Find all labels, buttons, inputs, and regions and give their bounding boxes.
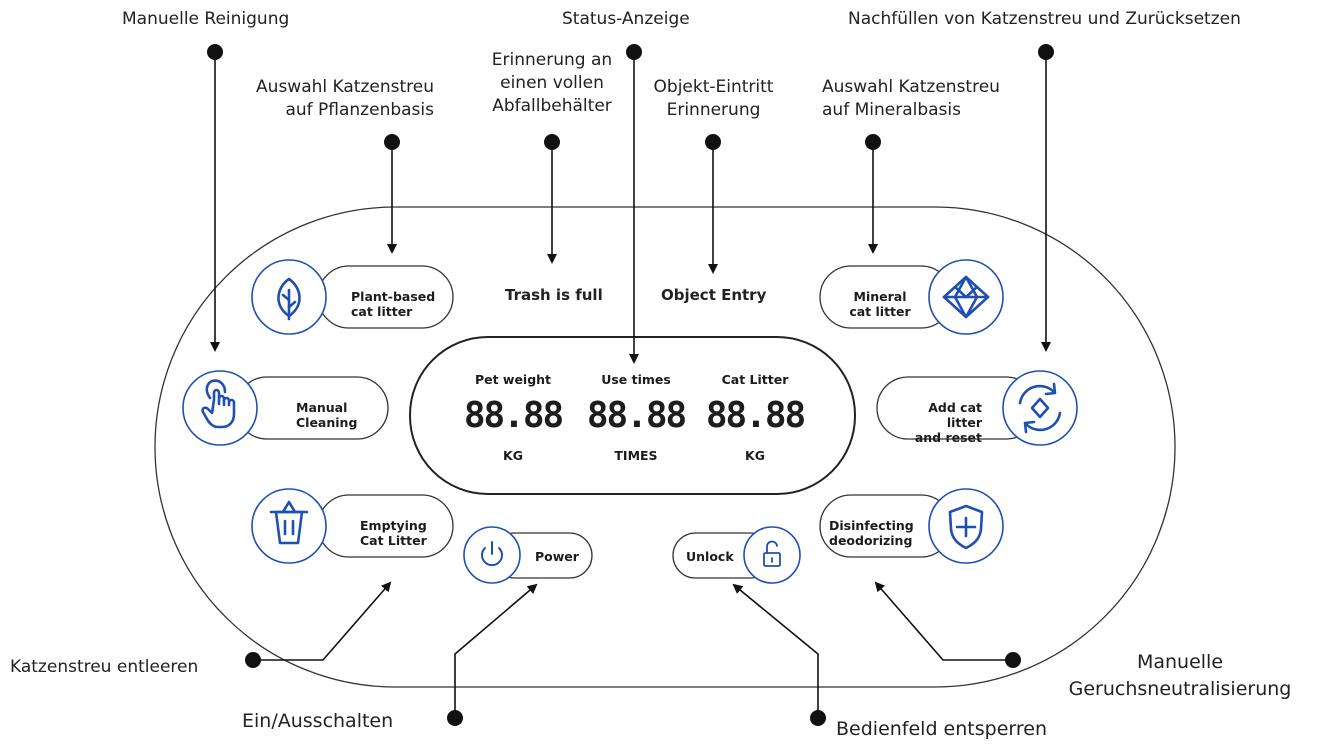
power-button-label[interactable]: Power	[535, 549, 579, 564]
dot-trash-full	[544, 134, 560, 150]
dot-status-display	[626, 44, 642, 60]
leaf-icon	[277, 277, 301, 321]
annotation-object-entry: Objekt-Eintritt Erinnerung	[653, 77, 774, 120]
power-icon	[481, 541, 503, 567]
add-reset-circle	[1002, 370, 1078, 446]
dot-empty-litter	[245, 652, 261, 668]
add-reset-button-label[interactable]: Add cat litter and reset	[914, 400, 982, 445]
hand-tap-icon	[201, 379, 236, 429]
disinfect-button-label[interactable]: Disinfecting deodorizing	[829, 518, 914, 548]
display-value-cat-litter: 88.88	[705, 395, 806, 436]
dot-mineral-litter	[865, 134, 881, 150]
manual-circle	[182, 370, 258, 446]
annotation-plant-litter: Auswahl Katzenstreu auf Pflanzenbasis	[256, 77, 434, 120]
dot-manual-cleaning	[207, 44, 223, 60]
annotation-manual-cleaning: Manuelle Reinigung	[122, 9, 290, 29]
mineral-button-label[interactable]: Mineral cat litter	[849, 289, 911, 319]
basket-icon	[269, 500, 309, 545]
leader-power	[454, 583, 538, 718]
display-unit-pet-weight: KG	[503, 448, 523, 463]
panel-outline	[154, 206, 1176, 688]
leader-unlock	[732, 583, 819, 718]
leader-deodorize	[874, 581, 1013, 661]
refresh-icon	[1018, 382, 1062, 434]
display-value-use-times: 88.88	[586, 395, 687, 436]
emptying-circle	[251, 488, 327, 564]
dot-refill-reset	[1038, 44, 1054, 60]
annotation-trash-full: Erinnerung an einen vollen Abfallbehälte…	[491, 50, 613, 116]
unlock-circle	[743, 526, 801, 584]
dot-deodorize	[1005, 652, 1021, 668]
emptying-button-label[interactable]: Emptying Cat Litter	[360, 518, 427, 548]
display-header-use-times: Use times	[601, 372, 671, 387]
manual-cleaning-button-label[interactable]: Manual Cleaning	[296, 400, 358, 430]
shield-plus-icon	[948, 504, 984, 550]
annotation-status-display: Status-Anzeige	[562, 9, 690, 29]
annotation-deodorize: Manuelle Geruchsneutralisierung	[1068, 651, 1292, 700]
display-header-pet-weight: Pet weight	[474, 372, 552, 387]
display-unit-cat-litter: KG	[745, 448, 765, 463]
status-trash-full: Trash is full	[505, 286, 603, 304]
display-unit-use-times: TIMES	[614, 448, 658, 463]
annotation-empty-litter: Katzenstreu entleeren	[10, 657, 199, 677]
status-object-entry: Object Entry	[661, 286, 767, 304]
annotation-unlock: Bedienfeld entsperren	[836, 718, 1047, 740]
display-value-pet-weight: 88.88	[463, 395, 564, 436]
annotation-mineral-litter: Auswahl Katzenstreu auf Mineralbasis	[822, 77, 1000, 120]
unlock-icon	[763, 540, 781, 567]
display-header-cat-litter: Cat Litter	[721, 372, 789, 387]
annotation-refill-reset: Nachfüllen von Katzenstreu und Zurückset…	[848, 9, 1241, 29]
dot-power	[447, 710, 463, 726]
leader-empty-litter	[253, 581, 392, 661]
dot-plant-litter	[384, 134, 400, 150]
unlock-button-label[interactable]: Unlock	[686, 549, 734, 564]
dot-object-entry	[705, 134, 721, 150]
annotation-power: Ein/Ausschalten	[242, 710, 394, 732]
plant-based-button-label[interactable]: Plant-based cat litter	[351, 289, 436, 319]
diamond-icon	[942, 275, 990, 319]
dot-unlock	[810, 710, 826, 726]
display-outline	[409, 336, 856, 495]
